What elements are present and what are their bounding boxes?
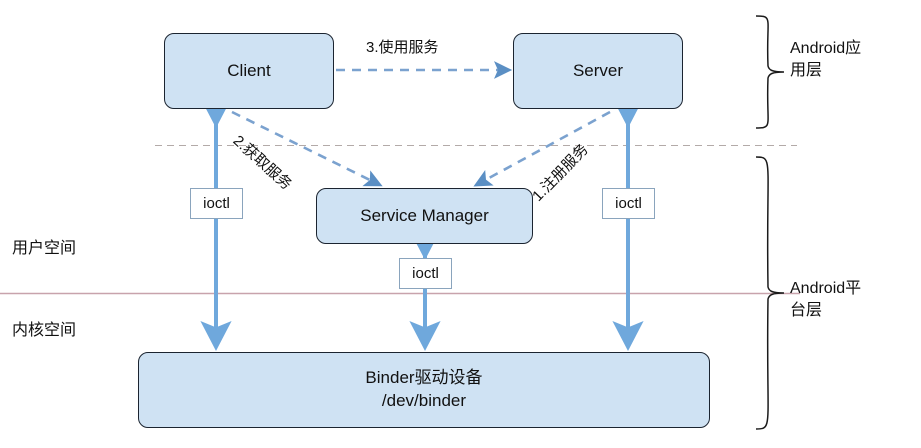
node-client-label: Client: [227, 60, 271, 80]
edge-label-use-service: 3.使用服务: [366, 39, 439, 56]
node-binder-driver[interactable]: Binder驱动设备 /dev/binder: [138, 352, 710, 428]
node-server-label: Server: [572, 60, 624, 80]
ioctl-box-service-manager-label: ioctl: [412, 265, 439, 282]
node-binder-device-path: /dev/binder: [381, 391, 467, 410]
ioctl-box-server-label: ioctl: [615, 195, 642, 212]
ioctl-box-service-manager: ioctl: [399, 258, 452, 289]
brace-android-platform-layer: [755, 156, 785, 430]
label-kernel-space: 内核空间: [12, 322, 77, 339]
node-binder-driver-label: Binder驱动设备: [365, 368, 483, 388]
arrow-get-service: [231, 110, 383, 187]
label-user-space: 用户空间: [12, 240, 77, 257]
node-client[interactable]: Client: [164, 33, 334, 109]
label-android-platform-layer: Android平 台层: [790, 280, 862, 319]
node-service-manager[interactable]: Service Manager: [316, 188, 533, 244]
brace-android-app-layer: [755, 15, 785, 129]
node-service-manager-label: Service Manager: [360, 205, 489, 225]
ioctl-box-client-label: ioctl: [203, 195, 230, 212]
node-server[interactable]: Server: [513, 33, 683, 109]
label-android-app-layer: Android应 用层: [790, 40, 862, 79]
ioctl-box-server: ioctl: [602, 188, 655, 219]
ioctl-box-client: ioctl: [190, 188, 243, 219]
